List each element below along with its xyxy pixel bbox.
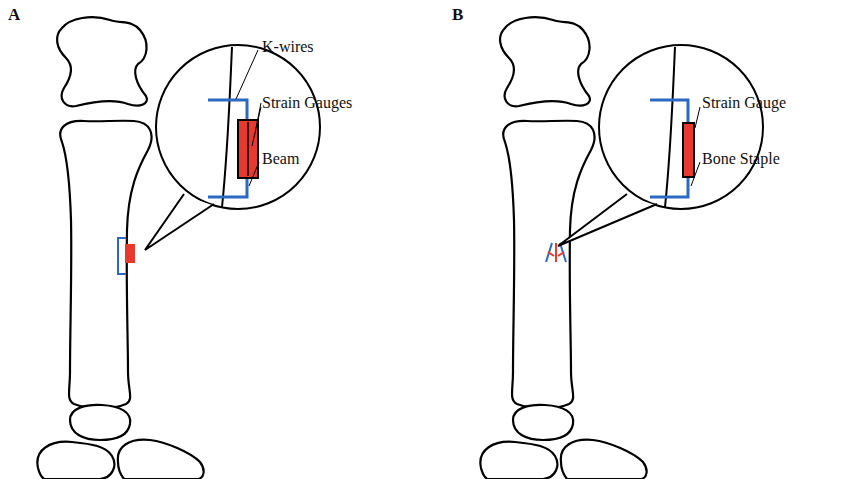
part-label: Beam (262, 150, 299, 168)
panel-letter: B (452, 6, 463, 24)
beam-bracket-a (208, 100, 258, 197)
bone-staple-b (650, 100, 694, 197)
leader-lines-b (691, 107, 700, 186)
staple-b-small (546, 243, 566, 262)
part-label: Bone Staple (702, 150, 780, 168)
part-label: K-wires (262, 38, 314, 56)
leader-lines-a (236, 50, 261, 186)
sensor-a-small (118, 238, 135, 274)
panel-letter: A (8, 6, 20, 24)
part-label: Strain Gauges (262, 94, 352, 112)
part-label: Strain Gauge (702, 94, 786, 112)
